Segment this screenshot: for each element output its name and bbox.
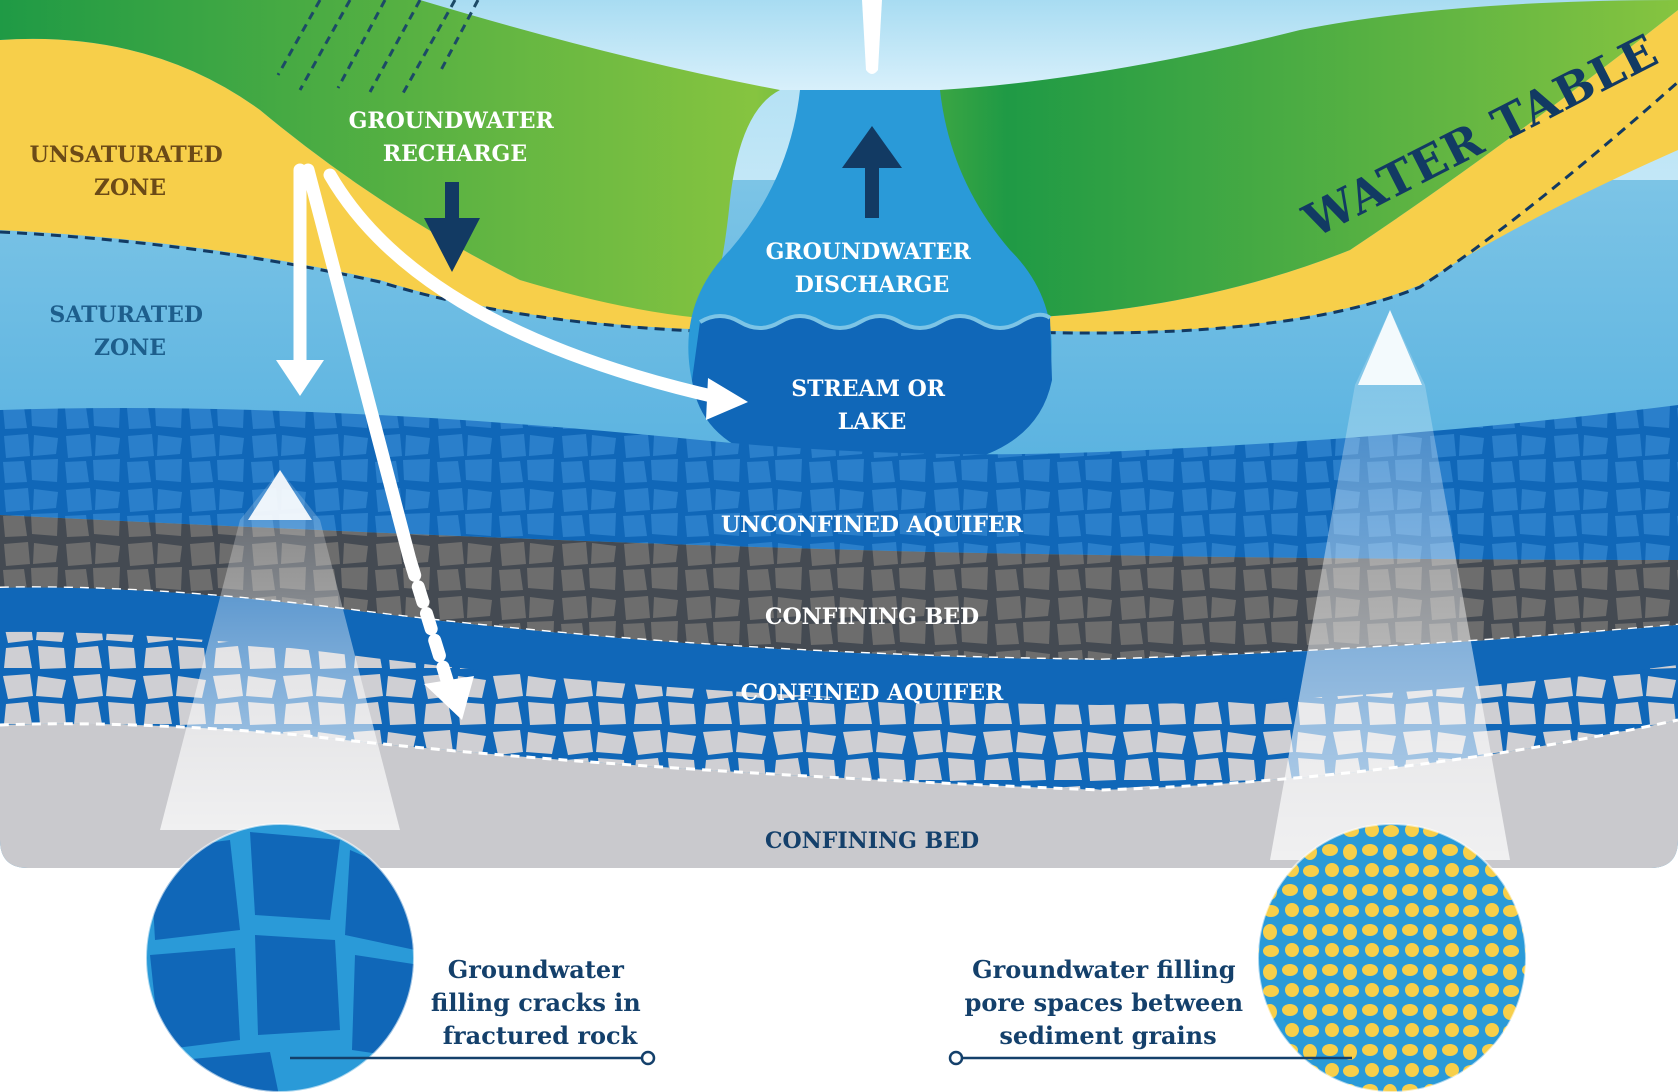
confined-aquifer-band bbox=[0, 587, 1678, 705]
unconfined-aquifer-label: UNCONFINED AQUIFER bbox=[721, 512, 1024, 538]
recharge-arrow bbox=[424, 182, 480, 272]
land-surface bbox=[0, 0, 1678, 318]
caption-line-left bbox=[290, 1050, 656, 1066]
fractured-rock-caption: Groundwater filling cracks in fractured … bbox=[431, 955, 649, 1050]
flow-arrows bbox=[293, 163, 727, 697]
flow-arrow-lake-head bbox=[706, 378, 748, 420]
stream-inflow bbox=[862, 0, 882, 74]
confined-aquifer-label: CONFINED AQUIFER bbox=[741, 680, 1004, 706]
confining-bed-lower-label: CONFINING BED bbox=[765, 828, 979, 854]
rain-lines bbox=[276, 0, 480, 96]
flow-arrow-down-head bbox=[276, 360, 324, 396]
sediment-grains-circle bbox=[1257, 823, 1527, 1092]
sediment-grains-caption: Groundwater filling pore spaces between … bbox=[965, 955, 1252, 1050]
sky-front bbox=[0, 0, 1678, 90]
discharge-arrow bbox=[842, 126, 902, 218]
caption-line-right bbox=[948, 1050, 1352, 1066]
confining-bed-lower-area bbox=[0, 720, 1678, 868]
groundwater-recharge-label: GROUNDWATER RECHARGE bbox=[349, 108, 562, 167]
lake-deep-water bbox=[692, 314, 1052, 460]
flow-arrow-lake bbox=[323, 168, 727, 405]
zoom-beam-left bbox=[160, 470, 400, 830]
zoom-arrow-right-head bbox=[1358, 310, 1422, 385]
confining-bed-upper-label: CONFINING BED bbox=[765, 604, 979, 630]
confining-bed-upper-area bbox=[0, 515, 1678, 660]
unsaturated-zone-label: UNSATURATED ZONE bbox=[30, 142, 231, 201]
stream-or-lake-label: STREAM OR LAKE bbox=[791, 376, 953, 435]
flow-arrow-deep bbox=[301, 163, 417, 567]
unsaturated-zone-area bbox=[0, 10, 1678, 340]
flow-arrow-deep-dashed bbox=[403, 553, 457, 697]
saturated-zone-label: SATURATED ZONE bbox=[49, 302, 210, 361]
zoom-arrow-left-head bbox=[248, 470, 312, 520]
zoom-beam-right bbox=[1270, 310, 1510, 860]
groundwater-discharge-label: GROUNDWATER DISCHARGE bbox=[766, 239, 979, 298]
lake-wave-line bbox=[698, 312, 1052, 330]
cross-section bbox=[0, 0, 1678, 868]
unconfined-aquifer-area bbox=[0, 405, 1678, 560]
flow-arrow-deep-head bbox=[424, 676, 474, 720]
